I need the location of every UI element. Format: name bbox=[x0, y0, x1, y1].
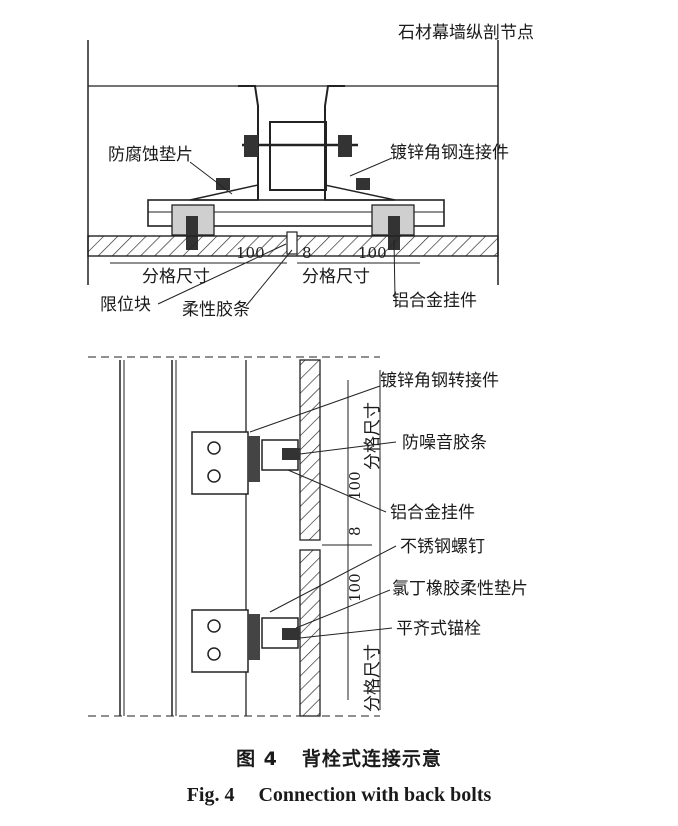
stone-panel-upper bbox=[299, 359, 321, 541]
caption-english: Fig. 4 Connection with back bolts bbox=[0, 784, 678, 807]
pad-bolt-right bbox=[356, 178, 370, 190]
steel-tube bbox=[269, 121, 327, 191]
leader-limit-block bbox=[157, 243, 287, 305]
bolt-hole-lower-1 bbox=[207, 619, 221, 633]
caption-chinese: 图 4 背栓式连接示意 bbox=[0, 744, 678, 771]
leader-hanger-side bbox=[287, 469, 387, 513]
aluminum-profile bbox=[147, 199, 445, 227]
side-dim-gap-8: 8 bbox=[346, 526, 364, 536]
label-galvanized-adapter: 镀锌角钢转接件 bbox=[380, 371, 499, 391]
side-label-module-top: 分格尺寸 bbox=[363, 402, 383, 470]
top-view-title: 石材幕墙纵剖节点 bbox=[398, 23, 534, 43]
leader-hanger bbox=[393, 239, 396, 299]
leader-anchor bbox=[299, 627, 393, 639]
dim-gap-8: 8 bbox=[302, 244, 312, 262]
leader-noise-strip bbox=[299, 441, 397, 455]
anchor-upper bbox=[282, 448, 300, 460]
bolt-hole-upper-2 bbox=[207, 469, 221, 483]
bolt-hole-lower-2 bbox=[207, 647, 221, 661]
top-section-view: 石材幕墙纵剖节点 100 8 100 bbox=[87, 23, 534, 320]
leader-connector bbox=[349, 157, 393, 177]
diagram-canvas: 石材幕墙纵剖节点 100 8 100 bbox=[87, 23, 534, 717]
side-dim-upper-100: 100 bbox=[346, 471, 364, 500]
leader-neoprene bbox=[295, 589, 391, 629]
adapter-plate-upper bbox=[191, 431, 249, 495]
label-aluminum-hanger-top: 铝合金挂件 bbox=[392, 291, 477, 311]
label-undercut-anchor: 平齐式锚栓 bbox=[396, 619, 481, 639]
panel-joint bbox=[286, 231, 298, 255]
label-module-size-left: 分格尺寸 bbox=[142, 267, 210, 287]
label-galvanized-connector: 镀锌角钢连接件 bbox=[390, 143, 509, 163]
bolt-nut-right bbox=[338, 135, 352, 157]
leader-pad bbox=[189, 161, 233, 195]
label-flexible-strip: 柔性胶条 bbox=[182, 300, 250, 320]
adapter-plate-lower bbox=[191, 609, 249, 673]
label-stainless-screw: 不锈钢螺钉 bbox=[400, 537, 485, 557]
bracket-web-upper bbox=[248, 436, 260, 482]
leader-flexible-strip bbox=[245, 249, 293, 307]
label-anti-noise-strip: 防噪音胶条 bbox=[402, 433, 487, 453]
leader-adapter bbox=[249, 385, 381, 433]
label-aluminum-hanger-side: 铝合金挂件 bbox=[390, 503, 475, 523]
label-anticorrosion-pad: 防腐蚀垫片 bbox=[108, 145, 193, 165]
caption-zh-text: 背栓式连接示意 bbox=[301, 748, 442, 770]
side-section-view: 100 8 100 分格尺寸 分格尺寸 镀锌角钢转接件 防噪音胶条 铝合金挂件 … bbox=[88, 356, 528, 717]
dim-left-100: 100 bbox=[236, 244, 265, 262]
label-limit-block: 限位块 bbox=[100, 295, 151, 315]
caption-zh-fig: 图 4 bbox=[236, 748, 278, 770]
caption-en-text: Connection with back bolts bbox=[258, 784, 492, 806]
bolt-nut-left bbox=[244, 135, 258, 157]
label-neoprene-pad: 氯丁橡胶柔性垫片 bbox=[392, 579, 528, 599]
side-dim-lower-100: 100 bbox=[346, 573, 364, 602]
caption-en-fig: Fig. 4 bbox=[186, 784, 235, 806]
stone-panel-lower bbox=[299, 549, 321, 717]
bolt-hole-upper-1 bbox=[207, 441, 221, 455]
dim-right-100: 100 bbox=[358, 244, 387, 262]
pad-bolt-left bbox=[216, 178, 230, 190]
label-module-size-right: 分格尺寸 bbox=[302, 267, 370, 287]
anchor-lower bbox=[282, 628, 300, 640]
side-label-module-bottom: 分格尺寸 bbox=[363, 644, 383, 712]
bracket-web-lower bbox=[248, 614, 260, 660]
leader-screw bbox=[269, 545, 397, 613]
